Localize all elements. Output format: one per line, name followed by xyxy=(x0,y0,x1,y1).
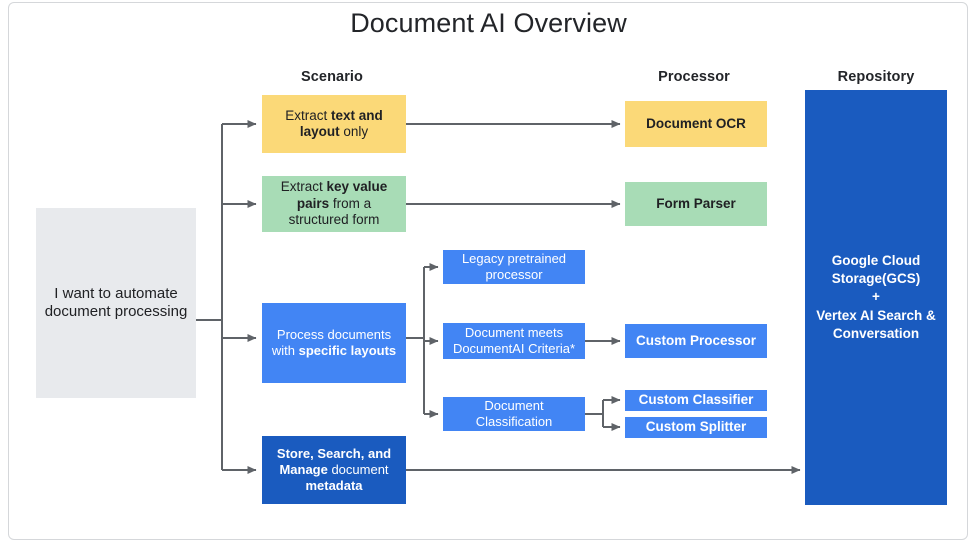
column-header-scenario: Scenario xyxy=(300,69,364,85)
scenario-key-value-pairs[interactable]: Extract key value pairs from a structure… xyxy=(262,176,406,232)
scenario-1-line3-plain: structured form xyxy=(288,212,380,228)
processor-document-ocr-label: Document OCR xyxy=(646,115,746,131)
repository-line5: Conversation xyxy=(832,325,920,341)
scenario-2-line2-plain: with xyxy=(271,343,299,358)
scenario-1-line2-bold: pairs xyxy=(296,195,330,211)
repository-line4: Vertex AI Search & xyxy=(816,307,936,323)
mid-1-line1: Document meets xyxy=(464,325,564,341)
mid-1-line2: DocumentAI Criteria* xyxy=(452,341,576,356)
mid-0-line2: processor xyxy=(485,267,543,282)
scenario-0-line2-plain: only xyxy=(339,124,369,139)
scenario-0-line1-plain: Extract xyxy=(285,107,331,123)
processor-document-ocr[interactable]: Document OCR xyxy=(625,101,767,147)
processor-custom-classifier-label: Custom Classifier xyxy=(638,392,754,408)
scenario-1-line1-bold: key value xyxy=(326,179,388,195)
scenario-3-line2-bold: Manage xyxy=(279,462,328,478)
repository-line3: + xyxy=(872,289,880,305)
column-header-processor: Processor xyxy=(658,69,730,85)
scenario-store-search-manage-label: Store, Search, and Manage document metad… xyxy=(277,446,391,494)
scenario-specific-layouts[interactable]: Process documents with specific layouts xyxy=(262,303,406,383)
start-node-label: I want to automate document processing xyxy=(44,284,188,320)
scenario-key-value-pairs-label: Extract key value pairs from a structure… xyxy=(281,179,388,228)
repository-label: Google Cloud Storage(GCS) + Vertex AI Se… xyxy=(816,252,936,343)
repository-line2: Storage(GCS) xyxy=(831,271,921,287)
scenario-2-line2-bold: specific layouts xyxy=(298,343,397,358)
scenario-text-and-layout[interactable]: Extract text and layout only xyxy=(262,95,406,153)
processor-custom-splitter-label: Custom Splitter xyxy=(645,419,747,435)
node-document-classification[interactable]: Document Classification xyxy=(443,397,585,431)
repository-box[interactable]: Google Cloud Storage(GCS) + Vertex AI Se… xyxy=(805,90,947,505)
scenario-0-line2-bold: layout xyxy=(299,124,340,139)
scenario-3-line2-plain: document xyxy=(327,462,389,478)
node-documentai-criteria[interactable]: Document meets DocumentAI Criteria* xyxy=(443,323,585,359)
node-legacy-pretrained-processor[interactable]: Legacy pretrained processor xyxy=(443,250,585,284)
scenario-store-search-manage[interactable]: Store, Search, and Manage document metad… xyxy=(262,436,406,504)
column-header-repository: Repository xyxy=(837,69,915,85)
repository-line1: Google Cloud xyxy=(831,252,921,268)
scenario-2-line1-plain: Process documents xyxy=(276,327,392,343)
scenario-3-line3-bold: metadata xyxy=(305,477,363,493)
processor-custom-classifier[interactable]: Custom Classifier xyxy=(625,390,767,411)
node-documentai-criteria-label: Document meets DocumentAI Criteria* xyxy=(453,325,575,357)
scenario-1-line1-plain: Extract xyxy=(280,179,327,195)
mid-0-line1: Legacy pretrained xyxy=(461,251,567,267)
processor-form-parser-label: Form Parser xyxy=(656,195,736,211)
processor-custom-processor[interactable]: Custom Processor xyxy=(625,324,767,358)
processor-custom-splitter[interactable]: Custom Splitter xyxy=(625,417,767,438)
scenario-1-line2-plain: from a xyxy=(329,195,372,211)
scenario-3-line1-bold: Store, Search, and xyxy=(276,446,392,462)
page-title: Document AI Overview xyxy=(350,8,627,38)
processor-form-parser[interactable]: Form Parser xyxy=(625,182,767,226)
scenario-0-line1-bold: text and xyxy=(331,107,383,123)
node-document-classification-label: Document Classification xyxy=(475,398,553,429)
scenario-specific-layouts-label: Process documents with specific layouts xyxy=(272,327,396,359)
node-legacy-pretrained-processor-label: Legacy pretrained processor xyxy=(462,251,566,283)
start-node[interactable]: I want to automate document processing xyxy=(36,208,196,398)
scenario-text-and-layout-label: Extract text and layout only xyxy=(285,108,383,141)
processor-custom-processor-label: Custom Processor xyxy=(635,332,757,348)
